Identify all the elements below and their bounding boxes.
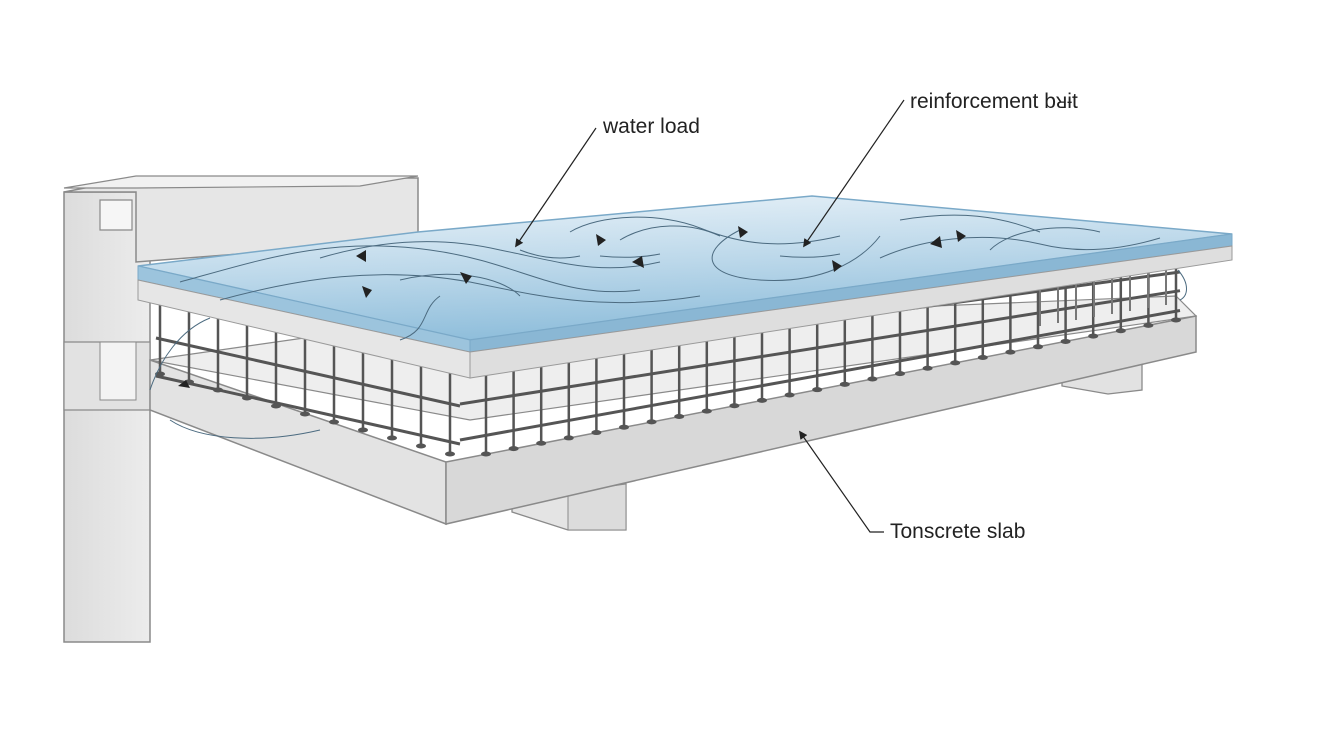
rebar-foot: [508, 446, 519, 452]
rebar-foot: [1060, 338, 1071, 344]
callouts: water load reinforcement bᴚɨt Tonscrete …: [515, 90, 1078, 543]
rebar-foot: [729, 403, 740, 409]
rebar-foot: [300, 411, 310, 417]
rebar-foot: [922, 365, 933, 371]
flow-line: [219, 274, 701, 304]
flow-arrows: [178, 226, 966, 388]
rebar-foot: [445, 451, 455, 457]
flow-arrow: [832, 260, 842, 272]
rebar-foot: [1171, 317, 1181, 323]
support-wall: [63, 175, 419, 643]
rebar-foot: [213, 387, 223, 393]
rebar-foot: [358, 427, 368, 433]
rebar-longitudinal: [155, 336, 461, 408]
rebar-foot: [1033, 344, 1043, 350]
flow-arrow: [956, 230, 966, 242]
rebar-foot: [1115, 328, 1126, 334]
rebar-longitudinal: [459, 309, 1181, 442]
rebar-foot: [619, 424, 629, 430]
rebar-foot: [812, 387, 823, 393]
flow-line: [1177, 269, 1187, 301]
flow-line: [619, 225, 721, 241]
reinforcement-leader: [803, 99, 905, 248]
rebar-longitudinal: [459, 289, 1181, 406]
flow-line: [399, 295, 441, 341]
rebar-foot: [895, 371, 905, 377]
reinforcement-label: reinforcement bᴚɨt: [910, 90, 1078, 113]
flow-line: [569, 216, 841, 245]
flow-arrow: [738, 226, 748, 238]
flow-line: [779, 253, 841, 258]
flow-line: [169, 419, 321, 439]
rebar-foot: [271, 403, 281, 409]
cover-side-face: [469, 245, 1233, 379]
rebar-foot: [977, 355, 988, 361]
flow-line: [599, 253, 661, 258]
rebar-foot: [867, 376, 878, 382]
rebar-foot: [481, 451, 491, 457]
wall-top-face: [63, 175, 419, 189]
rebar-foot: [674, 413, 685, 419]
flow-line: [879, 236, 1161, 259]
flow-arrow: [930, 236, 942, 248]
slab-label: Tonscrete slab: [890, 520, 1025, 543]
rebar-foot: [329, 419, 339, 425]
wall-notch: [99, 199, 133, 231]
water-load-label: water load: [602, 115, 700, 138]
flow-line: [179, 245, 641, 293]
flow-arrow: [596, 234, 606, 246]
flow-arrow: [460, 272, 472, 284]
rebar-foot: [1143, 322, 1154, 328]
rebar-foot: [591, 430, 602, 436]
rebar-foot: [242, 395, 252, 401]
rebar-foot: [839, 381, 850, 387]
flow-arrow: [356, 250, 366, 262]
rebar-foot: [950, 360, 961, 366]
rebar-foot: [701, 408, 712, 414]
rebar-foot: [536, 440, 547, 446]
flow-line: [711, 229, 881, 281]
water-load-leader: [515, 127, 597, 248]
slab-side-face: [445, 315, 1197, 525]
concrete-slab: [149, 295, 1198, 526]
rebar-foot: [563, 435, 574, 441]
flow-line: [319, 241, 661, 269]
flow-line: [899, 214, 1041, 233]
flow-arrow: [178, 380, 190, 388]
flow-lines: [149, 214, 1187, 439]
flow-line: [989, 227, 1101, 251]
rebar-foot: [1005, 349, 1016, 355]
rebar-foot: [646, 419, 657, 425]
rebar-foot: [1088, 333, 1099, 339]
flow-line: [519, 249, 581, 259]
flow-arrow: [632, 256, 644, 268]
flow-line: [149, 317, 211, 391]
rebar-foot: [155, 371, 165, 377]
flow-arrow: [362, 286, 372, 298]
rebar-longitudinal: [155, 374, 461, 446]
rebar-foot: [784, 392, 795, 398]
wall-ledge-notch: [99, 341, 137, 401]
rebar-foot: [416, 443, 426, 449]
rebar-foot: [757, 397, 767, 403]
rebar-foot: [387, 435, 397, 441]
slab-leader: [799, 430, 884, 533]
